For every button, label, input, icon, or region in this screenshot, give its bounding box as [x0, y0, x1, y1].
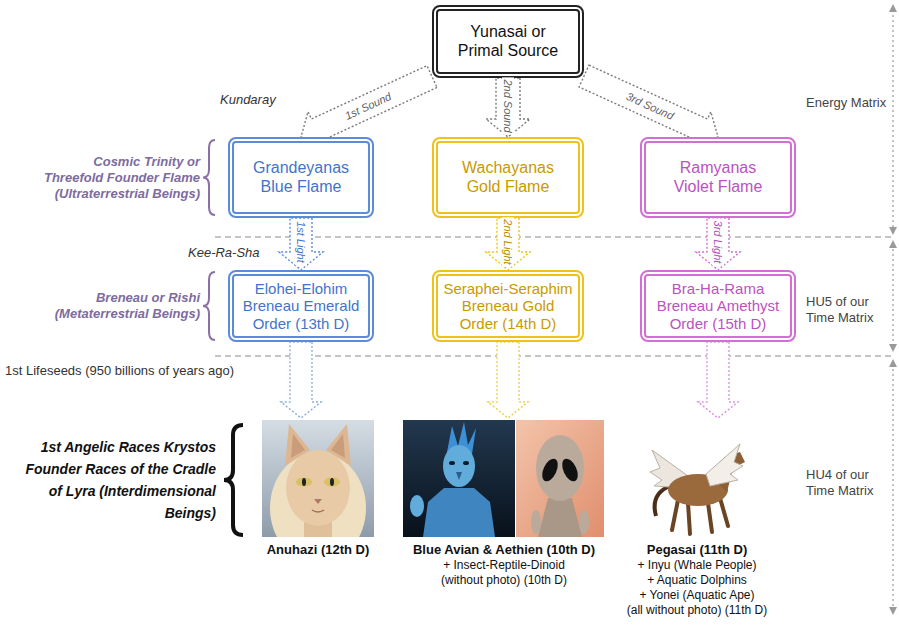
curly-brace — [203, 140, 215, 215]
scale-label: HU4 of our Time Matrix — [806, 467, 892, 498]
edge-label: 1st Light — [295, 219, 307, 265]
race-note: + Insect-Reptile-Dinoid (without photo) … — [429, 558, 579, 588]
block-arrow — [579, 65, 718, 148]
block-arrow — [486, 218, 530, 270]
edge-label: 2nd Sound — [502, 77, 514, 134]
group-label: 1st Angelic Races Krystos Founder Races … — [22, 436, 216, 524]
box-label: Bra-Ha-Rama Breneau Amethyst Order (15th… — [650, 280, 786, 332]
scale-line — [892, 10, 893, 609]
matrix-separator — [215, 236, 893, 237]
photo-area — [398, 418, 610, 542]
aethien-portrait — [516, 420, 604, 537]
race-name: Blue Avian & Aethien (10th D) — [398, 542, 610, 558]
block-arrow — [488, 342, 528, 418]
flame-box: Grandeyanas Blue Flame — [228, 137, 374, 218]
block-arrow — [486, 78, 530, 137]
race-note: + Aquatic Dolphins — [617, 573, 777, 588]
race-note: + Yonei (Aquatic Ape) — [617, 588, 777, 603]
box-label: Wachayanas Gold Flame — [452, 159, 564, 196]
block-arrow — [698, 342, 738, 418]
race-name: Pegasai (11th D) — [617, 542, 777, 558]
group-label: Cosmic Trinity or Threefold Founder Flam… — [40, 154, 200, 202]
race-note: (all without photo) (11th D) — [617, 603, 777, 618]
layer-name: Kundaray — [220, 92, 310, 108]
edge-label: 1st Sound — [341, 89, 395, 122]
photo-area — [617, 418, 777, 542]
group-label: Breneau or Rishi (Metaterrestrial Beings… — [40, 290, 200, 322]
source-box: Yunasai or Primal Source — [432, 5, 584, 78]
box-label: Seraphei-Seraphim Breneau Gold Order (14… — [441, 280, 575, 332]
matrix-separator — [215, 355, 893, 356]
era-note: 1st Lifeseeds (950 billions of years ago… — [5, 363, 275, 379]
flame-box: Wachayanas Gold Flame — [432, 137, 584, 218]
block-arrow — [696, 218, 740, 270]
flame-box: Ramyanas Violet Flame — [640, 137, 796, 218]
block-arrow — [281, 342, 321, 418]
box-label: Yunasai or Primal Source — [453, 23, 563, 60]
curly-brace — [224, 425, 243, 535]
edge-label: 2nd Light — [502, 217, 514, 266]
scale-label: HU5 of our Time Matrix — [806, 294, 892, 325]
pegasus-figure — [650, 444, 745, 534]
box-label: Elohei-Elohim Breneau Emerald Order (13t… — [237, 280, 365, 332]
layer-name: Kee-Ra-Sha — [188, 245, 278, 261]
anuhazi-portrait — [262, 420, 374, 537]
race-group: Blue Avian & Aethien (10th D)+ Insect-Re… — [398, 418, 610, 588]
scale-arrowhead — [889, 4, 897, 615]
order-box: Bra-Ha-Rama Breneau Amethyst Order (15th… — [640, 270, 796, 342]
race-note: + Inyu (Whale People) — [617, 558, 777, 573]
blue-avian-portrait — [403, 420, 515, 537]
order-box: Seraphei-Seraphim Breneau Gold Order (14… — [432, 270, 584, 342]
photo-area — [248, 418, 388, 542]
box-label: Grandeyanas Blue Flame — [245, 159, 357, 196]
race-group: Anuhazi (12th D) — [248, 418, 388, 558]
curly-brace — [203, 272, 215, 340]
block-arrow — [279, 218, 323, 270]
race-name: Anuhazi (12th D) — [248, 542, 388, 558]
order-box: Elohei-Elohim Breneau Emerald Order (13t… — [228, 270, 374, 342]
race-group: Pegasai (11th D)+ Inyu (Whale People)+ A… — [617, 418, 777, 618]
box-label: Ramyanas Violet Flame — [662, 159, 774, 196]
scale-label: Energy Matrix — [806, 95, 892, 111]
edge-label: 3rd Light — [712, 219, 724, 266]
edge-label: 3rd Sound — [622, 89, 677, 123]
block-arrow — [301, 66, 437, 148]
